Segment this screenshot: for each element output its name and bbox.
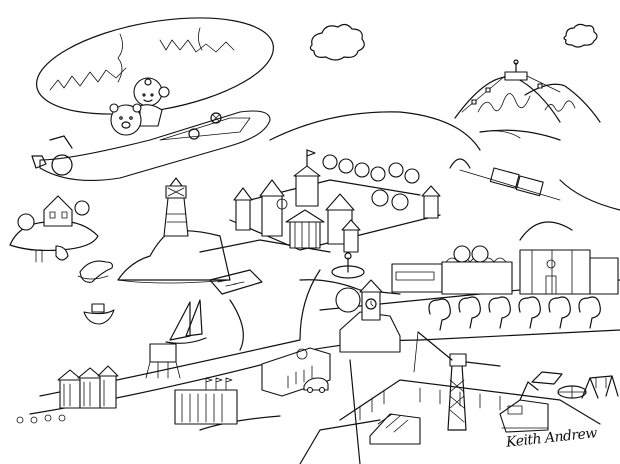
crane — [413, 331, 501, 431]
sailboats — [165, 299, 207, 344]
town-hall — [174, 377, 238, 425]
pier — [209, 269, 263, 295]
fountain — [331, 252, 365, 279]
beach-huts — [57, 365, 119, 409]
shore-pebbles — [16, 414, 66, 424]
car — [303, 377, 329, 394]
cloud-left — [309, 23, 365, 61]
mountains — [454, 59, 601, 123]
seal — [77, 260, 113, 283]
clock-house — [335, 279, 401, 353]
train — [449, 158, 561, 201]
playground — [531, 371, 619, 399]
bulldozer — [499, 381, 549, 433]
rowboat — [83, 303, 115, 325]
lighthouse-island — [117, 177, 231, 284]
lifeguard-tower — [145, 343, 181, 379]
island-house — [9, 195, 99, 263]
tree-row — [428, 296, 601, 331]
station — [519, 221, 619, 295]
airship — [31, 17, 275, 182]
market — [391, 245, 513, 295]
cloud-right — [563, 23, 598, 48]
castle — [229, 149, 441, 253]
hills — [269, 111, 561, 151]
